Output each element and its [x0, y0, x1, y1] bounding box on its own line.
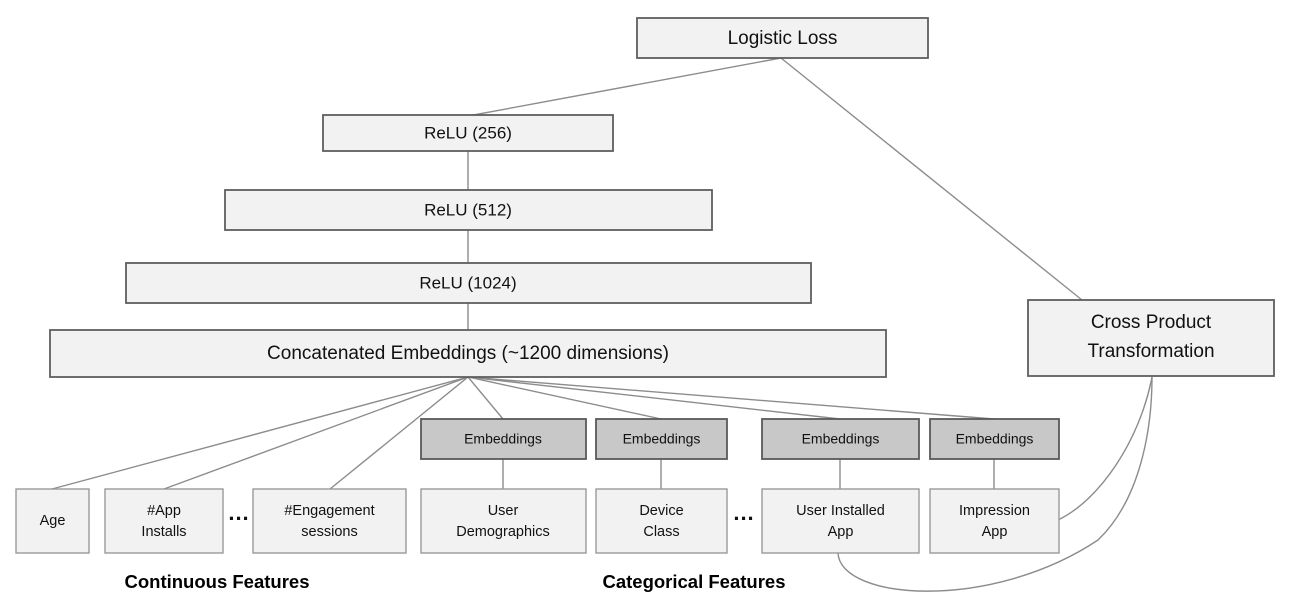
edge-concat-to-embeddings-1: [467, 376, 504, 420]
edge-concat-to-embeddings-2: [467, 376, 662, 420]
node-feature-impression-app[interactable]: Impression App: [929, 488, 1060, 554]
edge-loss-to-crossproduct: [780, 57, 1083, 301]
group-label-continuous-features: Continuous Features: [124, 571, 309, 592]
logistic-loss-label: Logistic Loss: [728, 28, 838, 49]
ellipsis-categorical: ...: [733, 500, 754, 525]
user-demographics-label-line2: Demographics: [456, 524, 550, 540]
app-installs-label-line1: #App: [147, 503, 181, 519]
concatenated-embeddings-box[interactable]: [49, 329, 887, 378]
embeddings-2-label: Embeddings: [623, 431, 701, 447]
user-demographics-label-line1: User: [488, 503, 519, 519]
impression-app-label-line1: Impression: [959, 503, 1030, 519]
relu-256-label: ReLU (256): [424, 123, 512, 142]
edge-loss-to-relu256: [467, 57, 782, 117]
impression-app-box[interactable]: [929, 488, 1060, 554]
node-concatenated-embeddings[interactable]: Concatenated Embeddings (~1200 dimension…: [49, 329, 887, 378]
cross-product-box[interactable]: [1027, 299, 1275, 377]
device-class-box[interactable]: [595, 488, 728, 554]
age-label: Age: [40, 513, 66, 529]
impression-app-label-line2: App: [982, 524, 1008, 540]
embeddings-1-label: Embeddings: [464, 431, 542, 447]
node-embeddings-4[interactable]: Embeddings: [929, 418, 1060, 460]
node-embeddings-2[interactable]: Embeddings: [595, 418, 728, 460]
cross-product-label-line2: Transformation: [1087, 341, 1214, 362]
edge-concat-to-embeddings-3: [467, 376, 841, 420]
embeddings-3-label: Embeddings: [802, 431, 880, 447]
user-installed-app-label-line1: User Installed: [796, 503, 885, 519]
embeddings-1-box[interactable]: [420, 418, 587, 460]
engagement-sessions-box[interactable]: [252, 488, 407, 554]
relu-1024-box[interactable]: [125, 262, 812, 304]
edge-layer: [51, 57, 1153, 592]
relu-512-box[interactable]: [224, 189, 713, 231]
edge-concat-to-app-installs: [163, 376, 469, 490]
concatenated-embeddings-label: Concatenated Embeddings (~1200 dimension…: [267, 343, 669, 364]
logistic-loss-box[interactable]: [636, 17, 929, 59]
cross-product-label-line1: Cross Product: [1091, 312, 1212, 333]
node-feature-age[interactable]: Age: [15, 488, 90, 554]
node-embeddings-3[interactable]: Embeddings: [761, 418, 920, 460]
node-logistic-loss[interactable]: Logistic Loss: [636, 17, 929, 59]
node-embeddings-1[interactable]: Embeddings: [420, 418, 587, 460]
app-installs-label-line2: Installs: [141, 524, 186, 540]
node-relu-1024[interactable]: ReLU (1024): [125, 262, 812, 304]
node-feature-user-demographics[interactable]: User Demographics: [420, 488, 587, 554]
edge-concat-to-embeddings-4: [467, 376, 995, 420]
embeddings-4-label: Embeddings: [956, 431, 1034, 447]
edge-concat-to-engagement-sessions: [329, 376, 469, 490]
app-installs-box[interactable]: [104, 488, 224, 554]
device-class-label-line1: Device: [639, 503, 683, 519]
edge-concat-to-age: [51, 376, 469, 490]
ellipsis-continuous: ...: [228, 500, 249, 525]
relu-1024-label: ReLU (1024): [419, 273, 516, 292]
embeddings-4-box[interactable]: [929, 418, 1060, 460]
relu-512-label: ReLU (512): [424, 200, 512, 219]
user-installed-app-box[interactable]: [761, 488, 920, 554]
node-feature-device-class[interactable]: Device Class: [595, 488, 728, 554]
relu-256-box[interactable]: [322, 114, 614, 152]
user-installed-app-label-line2: App: [828, 524, 854, 540]
node-relu-256[interactable]: ReLU (256): [322, 114, 614, 152]
embeddings-3-box[interactable]: [761, 418, 920, 460]
device-class-label-line2: Class: [643, 524, 679, 540]
group-label-categorical-features: Categorical Features: [602, 571, 785, 592]
engagement-sessions-label-line1: #Engagement: [284, 503, 374, 519]
edge-impression-app-to-crossproduct: [1057, 376, 1153, 521]
edge-user-installed-app-to-crossproduct: [837, 376, 1153, 592]
node-cross-product-transformation[interactable]: Cross Product Transformation: [1027, 299, 1275, 377]
user-demographics-box[interactable]: [420, 488, 587, 554]
embeddings-2-box[interactable]: [595, 418, 728, 460]
node-feature-engagement-sessions[interactable]: #Engagement sessions: [252, 488, 407, 554]
age-box[interactable]: [15, 488, 90, 554]
node-feature-user-installed-app[interactable]: User Installed App: [761, 488, 920, 554]
node-feature-app-installs[interactable]: #App Installs: [104, 488, 224, 554]
node-relu-512[interactable]: ReLU (512): [224, 189, 713, 231]
engagement-sessions-label-line2: sessions: [301, 524, 357, 540]
